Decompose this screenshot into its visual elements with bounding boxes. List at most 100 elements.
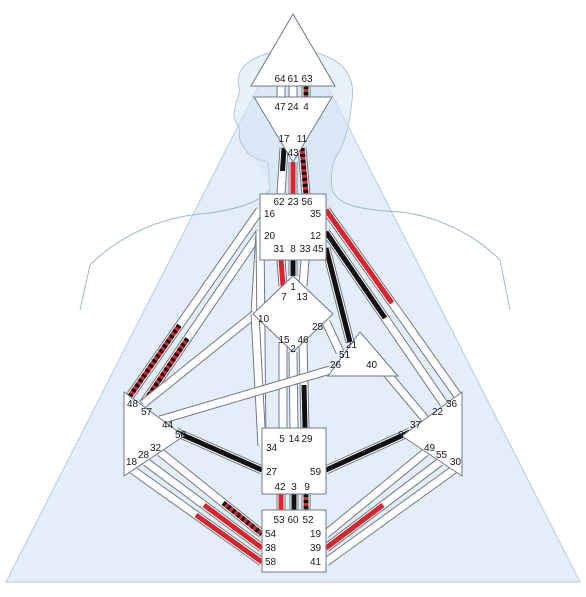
gate-17-label: 17 bbox=[278, 134, 290, 145]
gate-45-label: 45 bbox=[312, 244, 324, 255]
channel-16-48 bbox=[126, 207, 264, 399]
channel-25-51 bbox=[321, 320, 345, 354]
gate-20-label: 20 bbox=[264, 231, 276, 242]
gate-4-label: 4 bbox=[303, 102, 309, 113]
gate-61-label: 61 bbox=[287, 74, 299, 85]
gate-42-label: 42 bbox=[274, 482, 286, 493]
channel-30-41 bbox=[323, 464, 459, 566]
channel-12-22 bbox=[322, 229, 448, 407]
gate-23-label: 23 bbox=[287, 197, 299, 208]
g-center bbox=[252, 275, 334, 353]
channel-10-57 bbox=[140, 310, 258, 408]
gate-15-label: 15 bbox=[278, 335, 290, 346]
gate-2-label: 2 bbox=[290, 344, 296, 355]
channel-17-62 bbox=[276, 147, 289, 195]
gate-8-label: 8 bbox=[290, 244, 296, 255]
gate-53-label: 53 bbox=[273, 515, 285, 526]
channel-33-13 bbox=[298, 259, 310, 287]
gate-30-label: 30 bbox=[450, 457, 462, 468]
gate-25-label: 25 bbox=[312, 322, 324, 333]
gate-59-label: 59 bbox=[310, 467, 322, 478]
gate-43-label: 43 bbox=[287, 148, 299, 159]
root-center bbox=[261, 509, 327, 573]
gate-26-label: 26 bbox=[330, 360, 342, 371]
channel-55-39 bbox=[323, 458, 443, 552]
gate-52-label: 52 bbox=[302, 515, 314, 526]
gate-labels-layer: 64 61 63 47 24 4 17 11 43 62 23 56 16 35… bbox=[126, 74, 462, 568]
channel-28-38 bbox=[143, 458, 265, 552]
channel-45-21 bbox=[321, 246, 355, 344]
gate-37-label: 37 bbox=[410, 420, 422, 431]
gate-36-label: 36 bbox=[446, 399, 458, 410]
gate-32-label: 32 bbox=[150, 443, 162, 454]
ajna-center bbox=[253, 96, 333, 163]
gate-47-label: 47 bbox=[274, 102, 286, 113]
gate-18-label: 18 bbox=[126, 457, 138, 468]
gate-63-label: 63 bbox=[301, 74, 313, 85]
gate-48-label: 48 bbox=[127, 399, 139, 410]
gate-10-label: 10 bbox=[258, 314, 270, 325]
gate-6-label: 6 bbox=[398, 430, 404, 441]
sacral-center bbox=[261, 427, 327, 495]
channel-10-34 bbox=[250, 313, 267, 447]
gate-55-label: 55 bbox=[436, 450, 448, 461]
gate-27-label: 27 bbox=[266, 467, 278, 478]
solar-plexus-center bbox=[401, 391, 463, 477]
channel-50-27 bbox=[174, 427, 264, 475]
gate-7-label: 7 bbox=[281, 292, 287, 303]
channel-32-54 bbox=[157, 448, 265, 538]
gate-50-label: 50 bbox=[175, 430, 187, 441]
gate-34-label: 34 bbox=[266, 443, 278, 454]
channels-layer bbox=[126, 86, 462, 566]
gate-38-label: 38 bbox=[265, 543, 277, 554]
channel-35-36 bbox=[322, 207, 462, 399]
gate-57-label: 57 bbox=[141, 407, 153, 418]
gate-58-label: 58 bbox=[265, 557, 277, 568]
gate-41-label: 41 bbox=[310, 557, 322, 568]
gate-14-label: 14 bbox=[288, 434, 300, 445]
channel-18-58 bbox=[127, 464, 265, 566]
spleen-center bbox=[123, 391, 185, 477]
gate-19-label: 19 bbox=[310, 529, 322, 540]
gate-9-label: 9 bbox=[304, 482, 310, 493]
gate-60-label: 60 bbox=[287, 515, 299, 526]
channel-49-19 bbox=[323, 448, 429, 538]
gate-35-label: 35 bbox=[310, 209, 322, 220]
gate-12-label: 12 bbox=[310, 231, 322, 242]
channel-59-6 bbox=[324, 427, 412, 475]
throat-center bbox=[259, 193, 327, 261]
gate-64-label: 64 bbox=[274, 74, 286, 85]
channel-2-14 bbox=[288, 351, 299, 429]
channel-40-37 bbox=[380, 367, 430, 423]
gate-54-label: 54 bbox=[265, 529, 277, 540]
gate-62-label: 62 bbox=[273, 197, 285, 208]
channel-11-56 bbox=[297, 147, 311, 195]
gate-49-label: 49 bbox=[424, 443, 436, 454]
gate-31-label: 31 bbox=[273, 244, 285, 255]
gate-5-label: 5 bbox=[279, 434, 285, 445]
gate-28-label: 28 bbox=[138, 450, 150, 461]
gate-29-label: 29 bbox=[301, 434, 313, 445]
gate-44-label: 44 bbox=[162, 420, 174, 431]
channel-31-7 bbox=[276, 259, 288, 287]
centers-layer bbox=[123, 13, 463, 573]
gate-33-label: 33 bbox=[299, 244, 311, 255]
gate-40-label: 40 bbox=[366, 360, 378, 371]
channel-26-44 bbox=[158, 365, 332, 425]
gate-1-label: 1 bbox=[290, 282, 296, 293]
gate-56-label: 56 bbox=[301, 197, 313, 208]
heart-center bbox=[327, 331, 400, 377]
gate-51-label: 51 bbox=[339, 350, 351, 361]
head-center bbox=[250, 13, 336, 87]
gate-11-label: 11 bbox=[297, 134, 308, 145]
gate-3-label: 3 bbox=[291, 482, 297, 493]
gate-24-label: 24 bbox=[287, 102, 299, 113]
gate-22-label: 22 bbox=[432, 407, 444, 418]
gate-13-label: 13 bbox=[296, 292, 308, 303]
gate-39-label: 39 bbox=[310, 543, 322, 554]
gate-46-label: 46 bbox=[297, 335, 309, 346]
gate-21-label: 21 bbox=[346, 340, 358, 351]
channel-46-29 bbox=[298, 341, 310, 429]
gate-16-label: 16 bbox=[264, 209, 276, 220]
